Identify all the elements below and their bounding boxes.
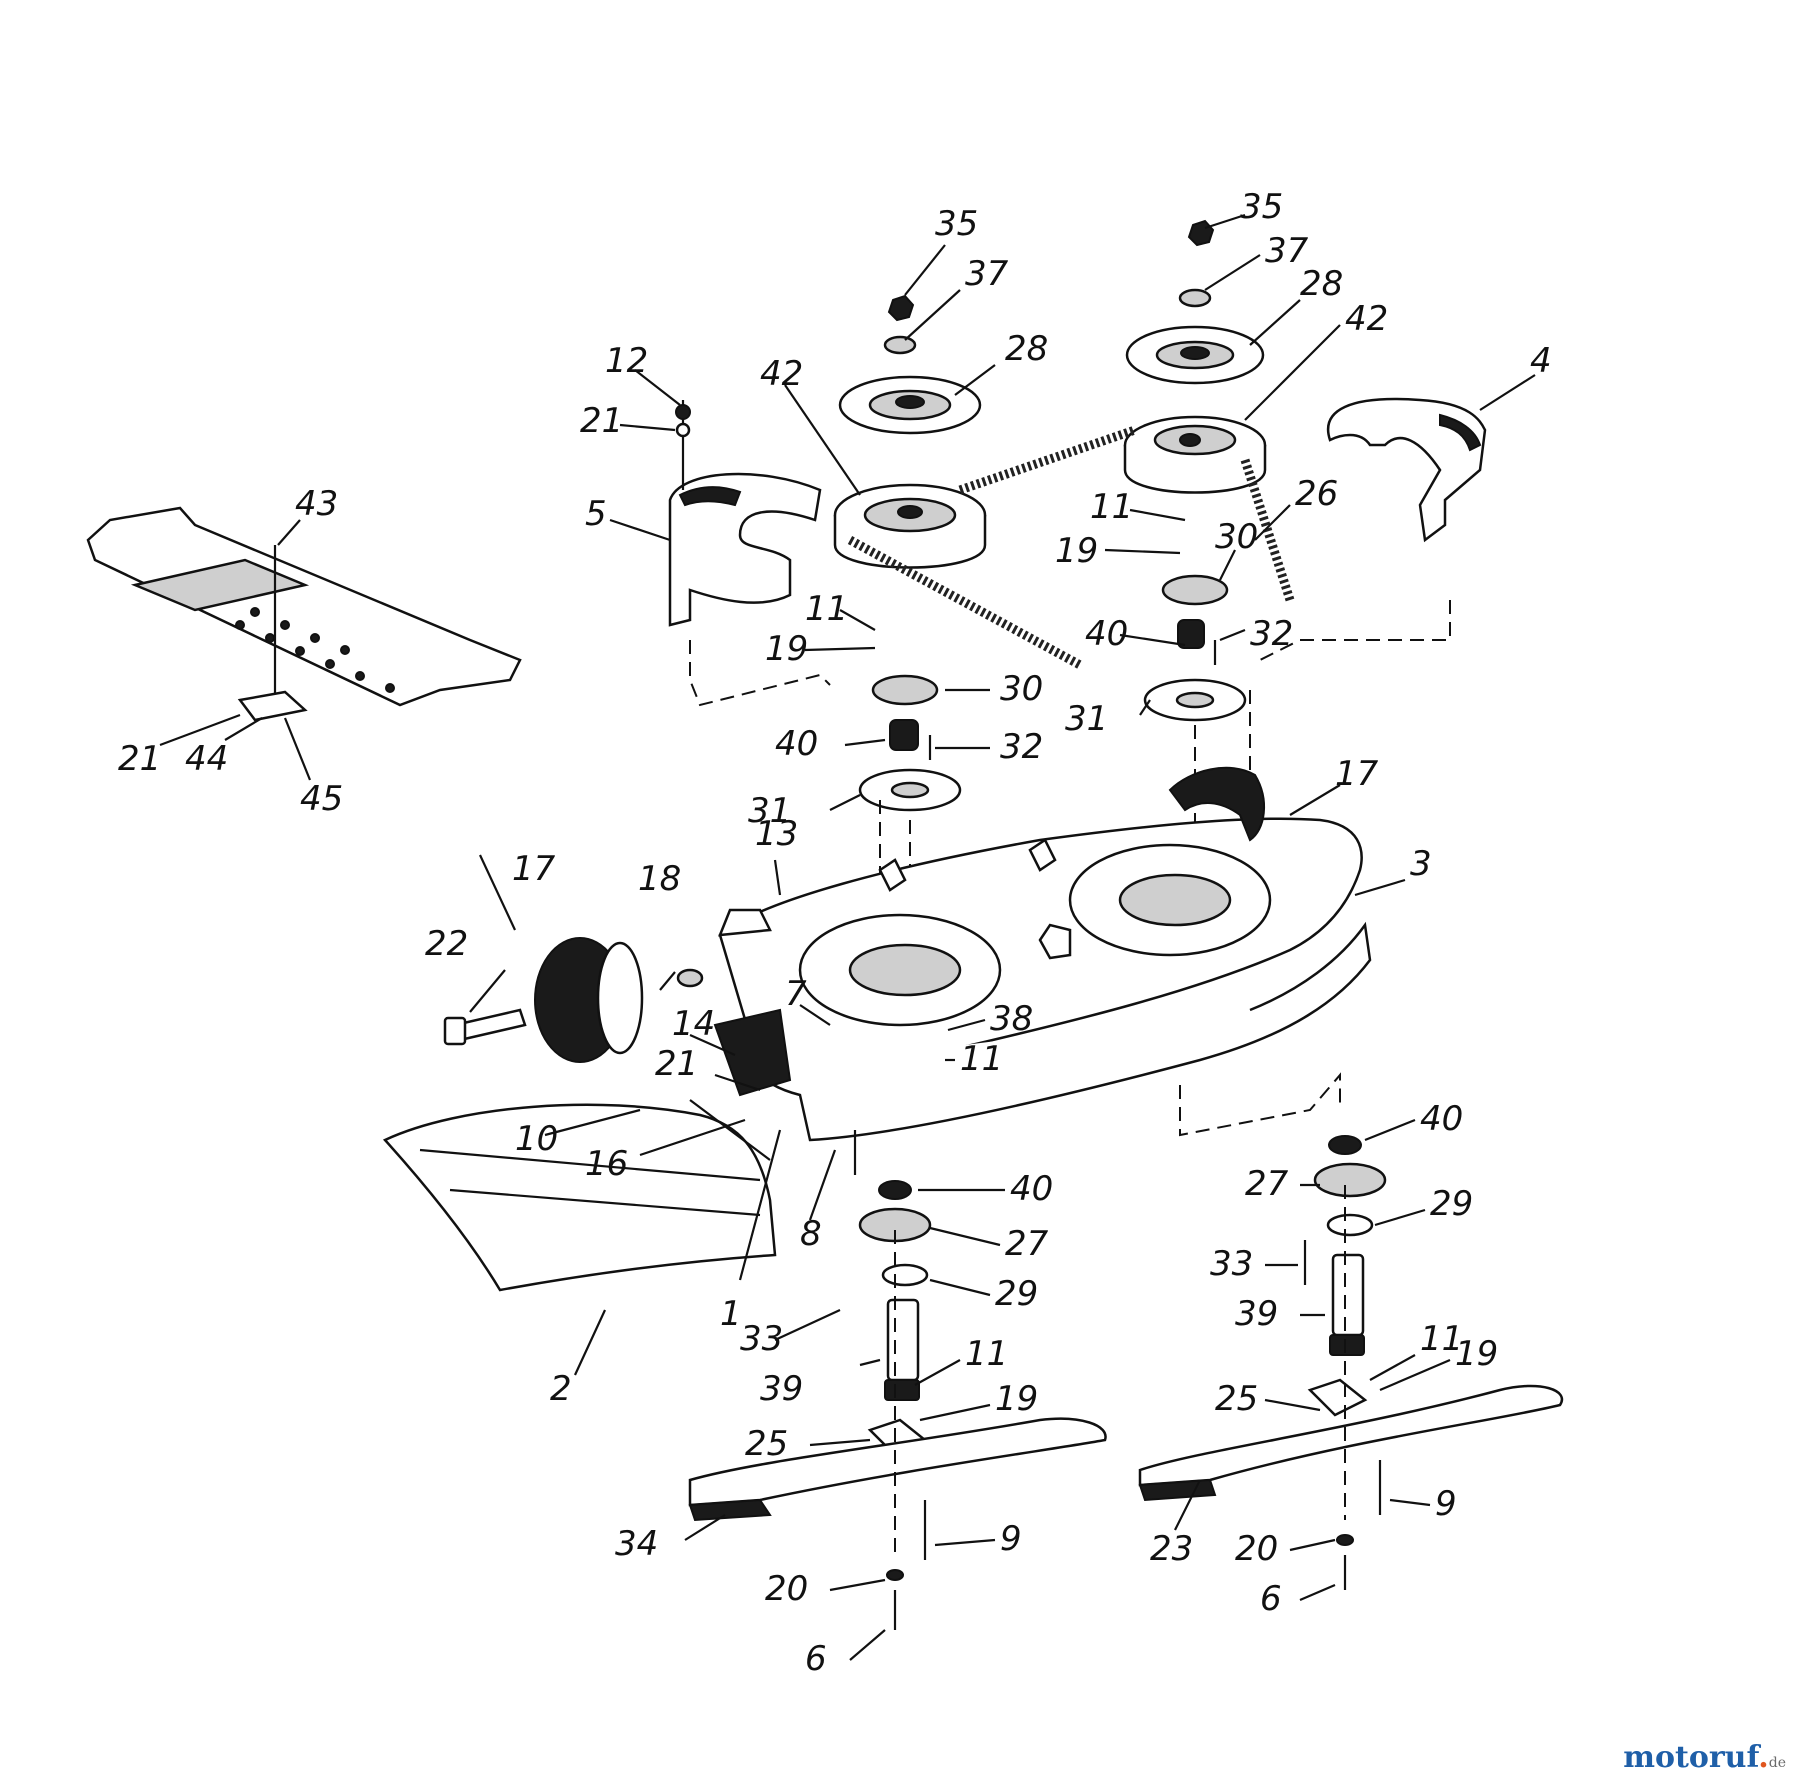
assembly-line (1259, 600, 1451, 661)
part-label: 37 (965, 254, 1009, 294)
part-label: 13 (755, 814, 798, 854)
part-label: 14 (672, 1004, 715, 1044)
part-label: 44 (185, 739, 228, 779)
part-label: 23 (1150, 1529, 1193, 1569)
part-label: 40 (775, 724, 818, 764)
part-label: 21 (118, 739, 161, 779)
part-label: 19 (1055, 531, 1098, 571)
part-label: 10 (515, 1119, 558, 1159)
part-label: 11 (805, 589, 848, 629)
assembly-line (689, 640, 831, 707)
gauge-wheel (443, 937, 704, 1063)
part-label: 11 (960, 1039, 1003, 1079)
part-label: 20 (765, 1569, 808, 1609)
part-label: 42 (1345, 299, 1388, 339)
spindle-assembly-right (1138, 1135, 1564, 1590)
part-label: 1 (720, 1294, 742, 1334)
part-label: 31 (748, 791, 791, 831)
leader-lines (159, 213, 1536, 1661)
part-label: 33 (740, 1319, 783, 1359)
part-label: 30 (1215, 517, 1258, 557)
part-label: 42 (760, 354, 803, 394)
part-label: 21 (580, 401, 623, 441)
part-label: 11 (1420, 1319, 1463, 1359)
mower-deck (718, 766, 1372, 1142)
drive-belt-right (1240, 458, 1295, 602)
part-label: 35 (1240, 187, 1283, 227)
part-label: 17 (512, 849, 556, 889)
assembly-line (1179, 1072, 1341, 1137)
part-label: 43 (295, 484, 338, 524)
drive-belt-top (958, 425, 1137, 495)
part-label: 28 (1300, 264, 1343, 304)
part-label: 25 (1215, 1379, 1258, 1419)
part-label: 40 (1420, 1099, 1463, 1139)
part-label: 32 (1250, 614, 1293, 654)
part-label: 4 (1530, 341, 1552, 381)
part-label: 37 (1265, 231, 1309, 271)
watermark-name: motoruf (1623, 1740, 1759, 1775)
part-label: 11 (965, 1334, 1008, 1374)
part-label: 19 (995, 1379, 1038, 1419)
part-label: 2 (550, 1369, 572, 1409)
part-label: 25 (745, 1424, 788, 1464)
part-label: 34 (615, 1524, 658, 1564)
belt-cover-right (1327, 397, 1487, 543)
part-label: 30 (1000, 669, 1043, 709)
part-label: 18 (638, 859, 681, 899)
part-label: 40 (1010, 1169, 1053, 1209)
part-label: 32 (1000, 727, 1043, 767)
part-label: 26 (1295, 474, 1338, 514)
part-label: 40 (1085, 614, 1128, 654)
drive-belt (847, 536, 1083, 669)
part-number-labels: 35 37 28 42 12 21 5 11 19 30 40 32 31 35… (118, 187, 1552, 1679)
part-label: 39 (760, 1369, 803, 1409)
watermark-dot: . (1758, 1740, 1769, 1775)
part-label: 6 (1260, 1579, 1282, 1619)
part-label: 21 (655, 1044, 698, 1084)
watermark-tld: de (1768, 1755, 1786, 1771)
part-label: 5 (585, 494, 607, 534)
pulley-stack-left (833, 294, 987, 1000)
part-label: 35 (935, 204, 978, 244)
part-label: 33 (1210, 1244, 1253, 1284)
part-label: 8 (800, 1214, 822, 1254)
part-label: 29 (1430, 1184, 1473, 1224)
spindle-assembly-left (688, 1130, 1107, 1630)
part-label: 3 (1410, 844, 1432, 884)
part-label: 22 (425, 924, 468, 964)
part-label: 6 (805, 1639, 827, 1679)
part-label: 20 (1235, 1529, 1278, 1569)
part-label: 17 (1335, 754, 1379, 794)
part-label: 11 (1090, 487, 1133, 527)
part-label: 27 (1005, 1224, 1049, 1264)
part-label: 28 (1005, 329, 1048, 369)
part-label: 16 (585, 1144, 628, 1184)
part-label: 19 (765, 629, 808, 669)
part-label: 27 (1245, 1164, 1289, 1204)
part-label: 12 (605, 341, 648, 381)
part-label: 38 (990, 999, 1033, 1039)
part-label: 9 (1000, 1519, 1022, 1559)
pulley-stack-right (1123, 219, 1267, 930)
part-label: 45 (300, 779, 343, 819)
part-label: 7 (785, 974, 807, 1014)
part-label: 39 (1235, 1294, 1278, 1334)
part-label: 19 (1455, 1334, 1498, 1374)
part-label: 31 (1065, 699, 1108, 739)
part-label: 29 (995, 1274, 1038, 1314)
part-label: 9 (1435, 1484, 1457, 1524)
belt-cover-left (668, 400, 822, 627)
watermark-logo: motoruf.de (1623, 1740, 1786, 1775)
discharge-chute (382, 1008, 792, 1292)
footplate-part (86, 506, 522, 722)
